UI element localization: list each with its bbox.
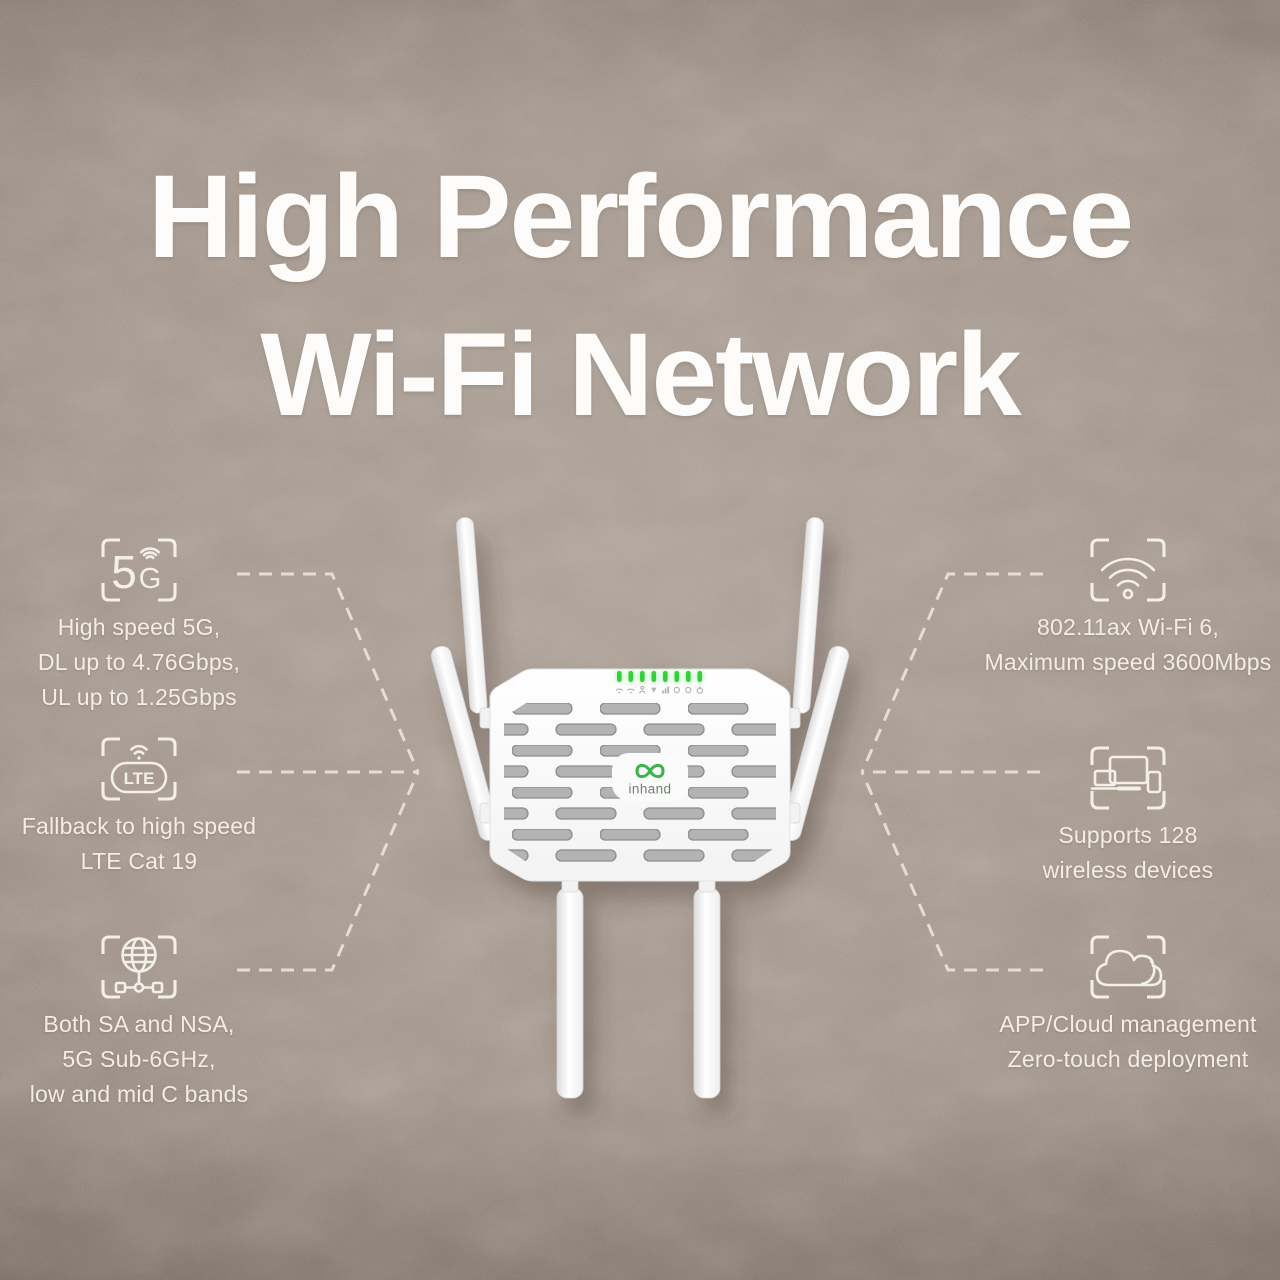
5g-icon-digit: 5 <box>111 546 137 598</box>
feature-text-capacity: Supports 128 wireless devices <box>1043 818 1214 888</box>
feature-5g-bands: Both SA and NSA, 5G Sub-6GHz, low and mi… <box>0 934 299 1112</box>
antenna-bottom-right <box>693 887 721 1099</box>
feature-line: APP/Cloud management <box>999 1011 1257 1037</box>
laptop-shape <box>1093 769 1117 787</box>
feature-line: Zero-touch deployment <box>1007 1046 1249 1072</box>
router-antennas <box>430 517 850 1099</box>
led-strip <box>617 671 703 682</box>
router-body <box>489 668 791 882</box>
feature-line: Maximum speed 3600Mbps <box>984 649 1272 675</box>
feature-text-bands: Both SA and NSA, 5G Sub-6GHz, low and mi… <box>30 1007 249 1112</box>
router-device: inhand <box>430 517 850 1099</box>
feature-line: LTE Cat 19 <box>80 848 198 874</box>
feature-5g-speed: 5 G High speed 5G, DL up to 4.76Gbps, UL… <box>0 537 299 715</box>
feature-text-wifi6: 802.11ax Wi-Fi 6, Maximum speed 3600Mbps <box>985 610 1272 680</box>
antenna-top-right <box>792 517 824 714</box>
antenna-side-right <box>780 645 850 841</box>
lte-icon-label: LTE <box>124 769 155 788</box>
feature-text-cloud: APP/Cloud management Zero-touch deployme… <box>999 1007 1256 1077</box>
feature-lte-fallback: LTE Fallback to high speed LTE Cat 19 <box>0 736 299 879</box>
antenna-stubs <box>479 707 801 893</box>
feature-line: low and mid C bands <box>29 1081 249 1107</box>
feature-line: 802.11ax Wi-Fi 6, <box>1037 614 1219 640</box>
feature-wifi6: 802.11ax Wi-Fi 6, Maximum speed 3600Mbps <box>968 537 1280 680</box>
title-line-2: Wi-Fi Network <box>260 309 1022 441</box>
feature-line: wireless devices <box>1042 857 1214 883</box>
connector-lines <box>237 572 1043 972</box>
5g-icon-letter: G <box>139 563 162 595</box>
vent-grille <box>504 700 776 865</box>
brand-logo: inhand <box>629 763 672 797</box>
globe-network-icon <box>101 935 177 999</box>
feature-cloud: APP/Cloud management Zero-touch deployme… <box>968 934 1280 1077</box>
brand-infinity-icon <box>635 763 665 779</box>
feature-line: High speed 5G, <box>57 614 221 640</box>
phone-shape <box>1146 770 1162 794</box>
feature-line: Fallback to high speed <box>21 813 257 839</box>
title-line-1: High Performance <box>147 151 1134 283</box>
feature-line: DL up to 4.76Gbps, <box>37 649 241 675</box>
devices-icon <box>1090 746 1166 810</box>
feature-text-lte: Fallback to high speed LTE Cat 19 <box>22 809 257 879</box>
brand-wordmark: inhand <box>629 782 672 797</box>
feature-line: UL up to 1.25Gbps <box>41 684 237 710</box>
wifi-icon <box>1090 538 1166 602</box>
monitor-shape <box>1108 755 1149 785</box>
antenna-side-left <box>430 645 500 841</box>
feature-capacity: Supports 128 wireless devices <box>968 745 1280 888</box>
feature-line: Both SA and NSA, <box>43 1011 235 1037</box>
feature-line: Supports 128 <box>1058 822 1198 848</box>
logo-patch <box>612 753 688 801</box>
antenna-bottom-left <box>556 887 584 1099</box>
antenna-top-left <box>456 517 488 714</box>
cloud-icon <box>1090 935 1166 999</box>
feature-text-5g: High speed 5G, DL up to 4.76Gbps, UL up … <box>38 610 240 715</box>
lte-icon: LTE <box>101 737 177 801</box>
5g-icon: 5 G <box>101 538 177 602</box>
led-status-icons <box>615 685 704 694</box>
feature-line: 5G Sub-6GHz, <box>62 1046 216 1072</box>
